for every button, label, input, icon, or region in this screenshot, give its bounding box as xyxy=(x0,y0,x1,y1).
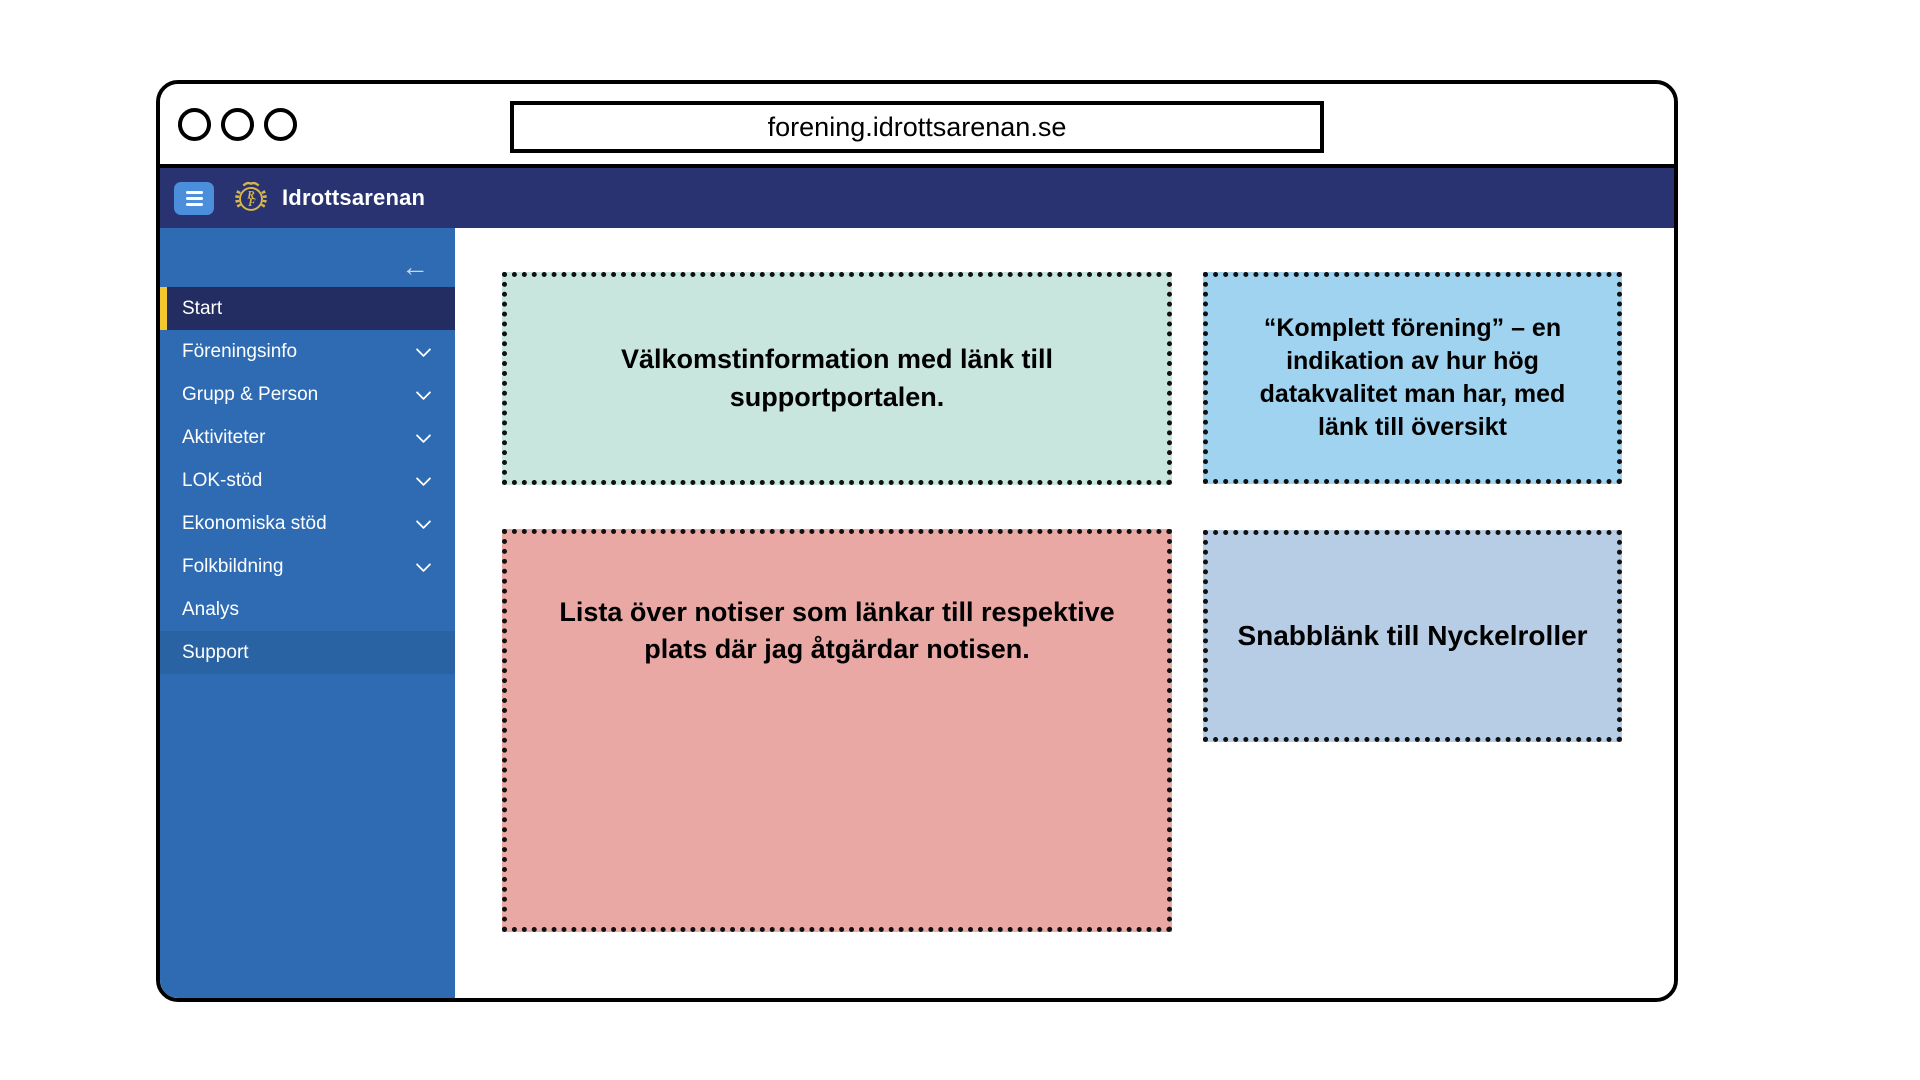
sidebar-item-label: Ekonomiska stöd xyxy=(182,512,327,534)
sidebar-item-support[interactable]: Support xyxy=(160,631,455,674)
sidebar-item-start[interactable]: Start xyxy=(160,287,455,330)
chevron-down-icon xyxy=(415,341,432,357)
rf-laurel-logo-icon: R F xyxy=(230,177,272,219)
window-maximize-button[interactable] xyxy=(264,107,297,141)
sidebar: ← Start Föreningsinfo Grupp & Person Akt… xyxy=(160,228,455,998)
chevron-down-icon xyxy=(415,513,432,529)
card-komplett-forening[interactable]: “Komplett förening” – en indikation av h… xyxy=(1203,272,1622,484)
svg-text:F: F xyxy=(247,197,256,209)
app-title: Idrottsarenan xyxy=(282,185,426,210)
browser-window: forening.idrottsarenan.se R F Idrottsare… xyxy=(156,80,1678,1002)
chevron-down-icon xyxy=(415,384,432,400)
main-content: Välkomstinformation med länk till suppor… xyxy=(455,228,1674,998)
chevron-down-icon xyxy=(415,427,432,443)
card-notiser[interactable]: Lista över notiser som länkar till respe… xyxy=(502,529,1172,932)
sidebar-item-folkbildning[interactable]: Folkbildning xyxy=(160,545,455,588)
card-text: Snabblänk till Nyckelroller xyxy=(1237,620,1588,651)
sidebar-item-label: Analys xyxy=(182,598,240,620)
card-valkomstinformation[interactable]: Välkomstinformation med länk till suppor… xyxy=(502,272,1172,485)
sidebar-item-label: Grupp & Person xyxy=(182,383,319,405)
browser-chrome: forening.idrottsarenan.se xyxy=(160,84,1674,168)
collapse-sidebar-icon[interactable]: ← xyxy=(395,252,435,282)
sidebar-item-foreningsinfo[interactable]: Föreningsinfo xyxy=(160,330,455,373)
chevron-down-icon xyxy=(415,556,432,572)
sidebar-item-label: Support xyxy=(182,641,249,663)
sidebar-item-label: Folkbildning xyxy=(182,555,284,577)
card-nyckelroller[interactable]: Snabblänk till Nyckelroller xyxy=(1203,530,1622,742)
sidebar-item-ekonomiska-stod[interactable]: Ekonomiska stöd xyxy=(160,502,455,545)
sidebar-item-lok-stod[interactable]: LOK-stöd xyxy=(160,459,455,502)
menu-bars-icon xyxy=(185,196,203,200)
sidebar-item-label: Föreningsinfo xyxy=(182,340,298,362)
card-text: “Komplett förening” – en indikation av h… xyxy=(1259,314,1566,441)
url-bar[interactable]: forening.idrottsarenan.se xyxy=(510,101,1324,153)
card-text: Välkomstinformation med länk till suppor… xyxy=(620,344,1054,412)
sidebar-item-grupp-person[interactable]: Grupp & Person xyxy=(160,373,455,416)
window-close-button[interactable] xyxy=(178,107,211,141)
sidebar-item-analys[interactable]: Analys xyxy=(160,588,455,631)
app-header: R F Idrottsarenan xyxy=(160,168,1674,228)
hamburger-menu-icon[interactable] xyxy=(174,181,214,215)
sidebar-item-label: LOK-stöd xyxy=(182,469,263,491)
sidebar-item-label: Aktiviteter xyxy=(182,426,266,448)
card-text: Lista över notiser som länkar till respe… xyxy=(559,597,1115,665)
window-controls xyxy=(178,107,297,141)
sidebar-item-aktiviteter[interactable]: Aktiviteter xyxy=(160,416,455,459)
sidebar-item-label: Start xyxy=(182,297,223,319)
svg-text:R: R xyxy=(246,189,255,201)
sidebar-menu: Start Föreningsinfo Grupp & Person Aktiv… xyxy=(160,287,455,674)
chevron-down-icon xyxy=(415,470,432,486)
window-minimize-button[interactable] xyxy=(221,107,254,141)
url-text: forening.idrottsarenan.se xyxy=(767,111,1067,142)
page-body: ← Start Föreningsinfo Grupp & Person Akt… xyxy=(160,228,1674,998)
